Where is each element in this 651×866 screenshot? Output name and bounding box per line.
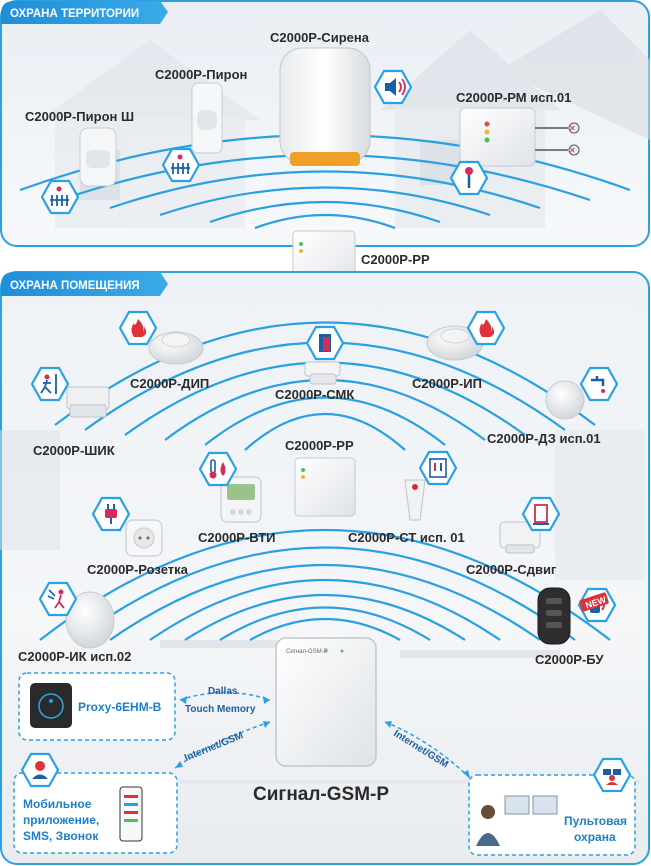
device-smk bbox=[304, 361, 341, 385]
hex-switch-icon bbox=[419, 450, 457, 486]
device-dz bbox=[545, 380, 585, 420]
device-st bbox=[404, 479, 426, 521]
premises-waves-inner bbox=[39, 528, 611, 641]
label-smk: С2000Р-СМК bbox=[275, 387, 354, 402]
hex-fire-icon bbox=[119, 310, 157, 346]
hex-operator-icon bbox=[593, 757, 631, 793]
device-repeater-inner bbox=[294, 457, 356, 517]
device-ip bbox=[426, 325, 484, 361]
label-piron: С2000Р-Пирон bbox=[155, 67, 247, 82]
dallas-line2: Touch Memory bbox=[185, 704, 256, 715]
device-siren bbox=[279, 47, 371, 166]
hex-fence-icon bbox=[41, 179, 79, 215]
hex-thermometer-icon bbox=[199, 451, 237, 487]
mobile-line1: Мобильное bbox=[23, 797, 92, 811]
monitoring-line2: охрана bbox=[574, 830, 616, 844]
device-rm: ✕ ✕ bbox=[459, 107, 580, 167]
proxy-card bbox=[18, 672, 176, 741]
device-dip bbox=[148, 331, 204, 365]
hex-user-icon bbox=[21, 752, 59, 788]
device-main-panel: Сигнал-GSM-Р bbox=[275, 637, 377, 767]
label-repeater-top: С2000Р-РР bbox=[361, 252, 430, 267]
link-internet-left bbox=[174, 721, 271, 769]
lamp-icon bbox=[568, 122, 580, 134]
label-ik: С2000Р-ИК исп.02 bbox=[18, 649, 131, 664]
hex-door-icon bbox=[306, 325, 344, 361]
device-socket bbox=[125, 519, 163, 557]
section-premises: ОХРАНА ПОМЕЩЕНИЯ С2000Р-ДИП bbox=[0, 271, 650, 865]
label-repeater-inner: С2000Р-РР bbox=[285, 438, 354, 453]
svg-text:✕: ✕ bbox=[569, 124, 576, 133]
label-siren: С2000Р-Сирена bbox=[270, 30, 370, 45]
hex-water-tap-icon bbox=[580, 366, 618, 402]
premises-tag bbox=[1, 272, 168, 296]
premises-title: ОХРАНА ПОМЕЩЕНИЯ bbox=[10, 280, 140, 292]
device-ik bbox=[65, 591, 115, 649]
monitoring-line1: Пультовая bbox=[564, 814, 627, 828]
svg-text:✕: ✕ bbox=[569, 146, 576, 155]
device-piron bbox=[191, 82, 223, 154]
mobile-line2: приложение, bbox=[23, 813, 99, 827]
hex-person-door-icon bbox=[31, 366, 69, 402]
monitoring-card bbox=[468, 774, 636, 856]
hex-motion-icon bbox=[39, 581, 77, 617]
hex-fire-icon bbox=[467, 310, 505, 346]
label-piron-sh: С2000Р-Пирон Ш bbox=[25, 109, 134, 124]
label-st: С2000Р-СТ исп. 01 bbox=[348, 530, 465, 545]
label-rm: С2000Р-РМ исп.01 bbox=[456, 90, 571, 105]
device-bu bbox=[537, 587, 571, 645]
label-main-panel: Сигнал-GSM-Р bbox=[253, 784, 389, 805]
lamp-icon bbox=[568, 144, 580, 156]
label-proxy: Proxy-6ЕНМ-В bbox=[78, 700, 162, 714]
dallas-line1: Dallas bbox=[208, 686, 238, 697]
label-vti: С2000Р-ВТИ bbox=[198, 530, 276, 545]
hex-plug-icon bbox=[92, 496, 130, 532]
label-bu: С2000Р-БУ bbox=[535, 652, 604, 667]
mobile-card bbox=[13, 772, 178, 854]
territory-tag bbox=[1, 1, 168, 24]
device-piron-sh bbox=[79, 127, 117, 187]
mobile-line3: SMS, Звонок bbox=[23, 829, 99, 843]
label-shik: С2000Р-ШИК bbox=[33, 443, 115, 458]
hex-shift-icon bbox=[522, 496, 560, 532]
label-dz: С2000Р-ДЗ исп.01 bbox=[487, 431, 601, 446]
hex-valve-icon bbox=[450, 160, 488, 196]
section-territory: ОХРАНА ТЕРРИТОРИИ С2000Р-Пирон Ш С2000Р-… bbox=[0, 0, 650, 247]
link-internet-right bbox=[384, 721, 471, 779]
room-background bbox=[0, 430, 645, 784]
label-socket: С2000Р-Розетка bbox=[87, 562, 189, 577]
hex-fence-icon bbox=[162, 147, 200, 183]
label-ip: С2000Р-ИП bbox=[412, 376, 482, 391]
label-dip: С2000Р-ДИП bbox=[130, 376, 209, 391]
device-shik bbox=[66, 386, 110, 418]
territory-title: ОХРАНА ТЕРРИТОРИИ bbox=[10, 8, 139, 20]
panel-device-label: Сигнал-GSM-Р bbox=[286, 649, 328, 655]
hex-speaker-icon bbox=[374, 69, 412, 105]
label-shift: С2000Р-Сдвиг bbox=[466, 562, 557, 577]
device-vti bbox=[220, 476, 262, 523]
link-dallas bbox=[179, 691, 271, 704]
